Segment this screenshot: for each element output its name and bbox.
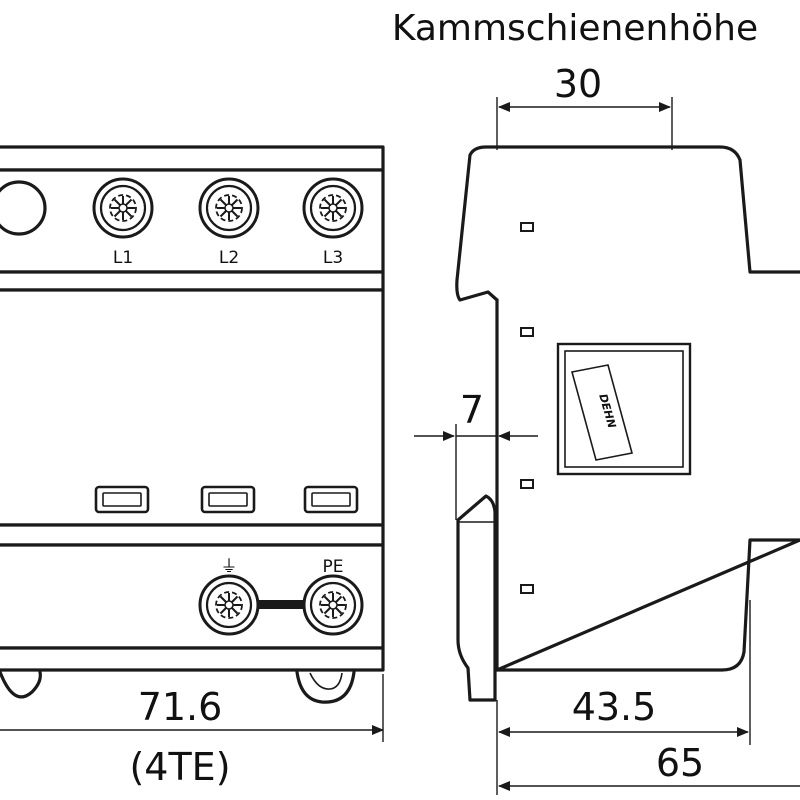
dimension-busbar-height-value: 30 bbox=[554, 62, 602, 106]
dimension-depth-mid-value: 43.5 bbox=[572, 685, 657, 729]
dimension-width-value: 71.6 bbox=[138, 685, 223, 729]
dimension-depth-total-value: 65 bbox=[656, 741, 704, 785]
din-clip-left bbox=[0, 670, 42, 699]
ground-symbol-icon: ⏚ bbox=[221, 557, 238, 577]
din-clip-right bbox=[295, 670, 356, 704]
terminal-screw-l1-icon bbox=[92, 177, 154, 239]
terminal-screw-l2-icon bbox=[198, 177, 260, 239]
front-view: L1 L2 L3 ⏚ PE 71.6 (4TE) bbox=[0, 145, 385, 789]
din-clip-inner bbox=[309, 672, 343, 690]
front-bottom-strip bbox=[0, 646, 385, 672]
status-window bbox=[303, 485, 359, 514]
terminal-screw-l3-icon bbox=[302, 177, 364, 239]
side-slot bbox=[520, 222, 534, 232]
side-body-outline bbox=[455, 145, 800, 672]
side-slot bbox=[520, 327, 534, 337]
drawing-title: Kammschienenhöhe bbox=[392, 8, 758, 49]
front-top-cap bbox=[0, 145, 385, 172]
terminal-label-l3: L3 bbox=[323, 248, 343, 268]
front-upper-bevel bbox=[0, 270, 385, 292]
side-slot bbox=[520, 584, 534, 594]
dehn-logo: DEHN bbox=[556, 342, 692, 476]
side-rail-clip bbox=[456, 494, 497, 702]
side-view: DEHN 30 7 43.5 65 bbox=[414, 62, 800, 795]
status-window bbox=[200, 485, 256, 514]
status-window bbox=[94, 485, 150, 514]
indicator-circle bbox=[0, 180, 47, 236]
terminal-screw-ground-icon bbox=[198, 574, 260, 636]
terminal-label-l1: L1 bbox=[113, 248, 133, 268]
terminal-label-pe: PE bbox=[323, 557, 344, 577]
dimension-width-note: (4TE) bbox=[129, 745, 230, 789]
dimension-rail-offset-value: 7 bbox=[460, 388, 484, 432]
terminal-screw-pe-icon bbox=[302, 574, 364, 636]
side-slot bbox=[520, 479, 534, 489]
terminal-label-l2: L2 bbox=[219, 248, 239, 268]
terminal-bridge bbox=[250, 600, 308, 609]
front-lower-bevel bbox=[0, 523, 385, 547]
